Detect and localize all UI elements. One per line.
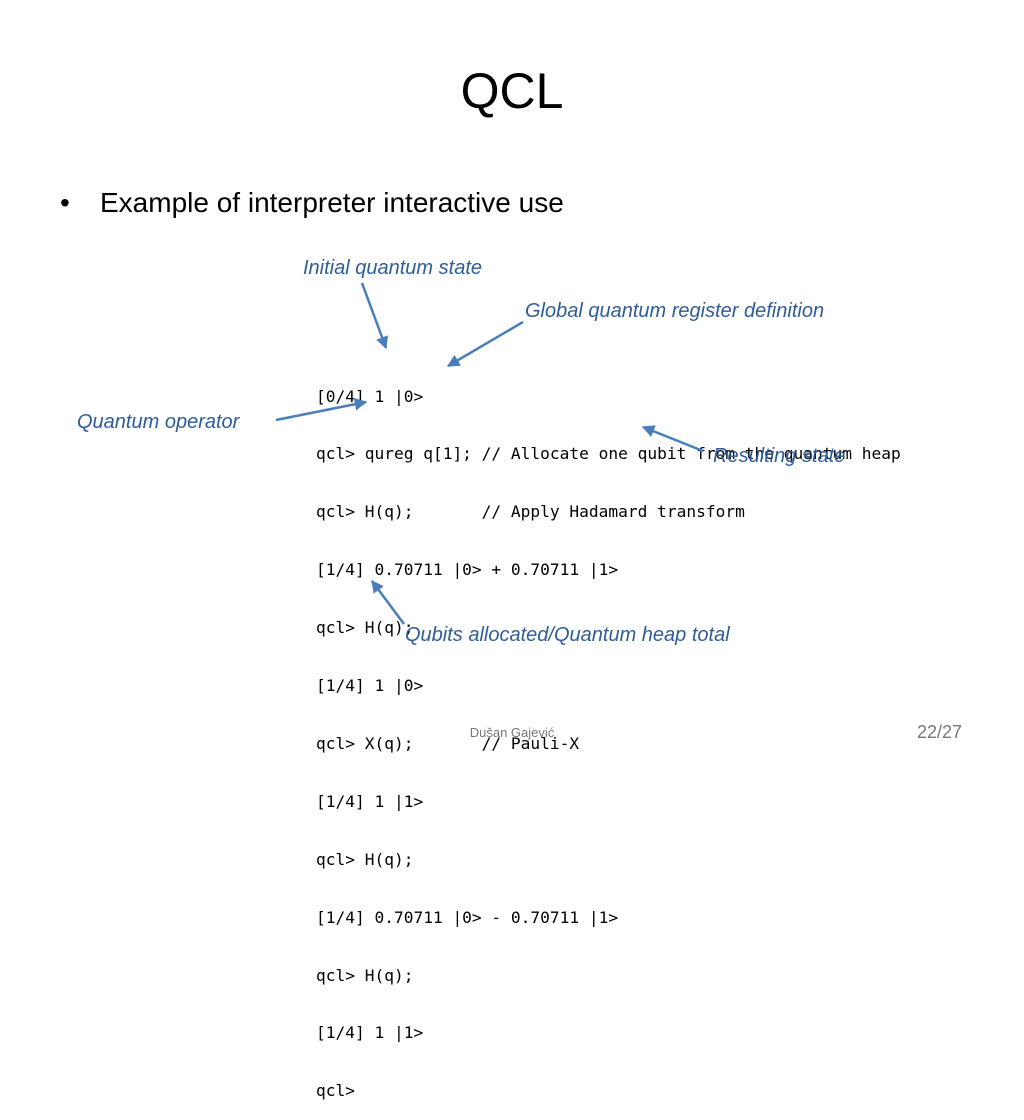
- callout-resulting-state: Resulting state: [713, 445, 846, 467]
- arrow-quantum-operator: [275, 398, 368, 422]
- terminal-line: qcl>: [316, 1081, 355, 1101]
- arrow-global-register: [446, 320, 524, 368]
- callout-heap: Qubits allocated/Quantum heap total: [405, 624, 730, 646]
- terminal-line: qcl> H(q);: [316, 849, 414, 869]
- terminal-line: qcl> X(q); // Pauli-X: [316, 733, 580, 753]
- bullet-item: • Example of interpreter interactive use: [60, 187, 564, 219]
- callout-arrows: [275, 282, 704, 625]
- terminal-line: qcl> H(q);: [316, 618, 414, 638]
- page-number: 22/27: [916, 722, 962, 742]
- terminal-line: [1/4] 0.70711 |0> - 0.70711 |1>: [316, 907, 619, 927]
- terminal-line: [1/4] 0.70711 |0> + 0.70711 |1>: [316, 560, 619, 580]
- terminal-line: [0/4] 1 |0>: [316, 386, 424, 406]
- terminal-line: qcl> qureg q[1]; // Allocate one qubit f…: [316, 444, 901, 464]
- callout-global-register: Global quantum register definition: [525, 300, 825, 322]
- arrow-resulting-state: [641, 425, 704, 453]
- terminal-line: [1/4] 1 |0>: [316, 676, 424, 696]
- bullet-dot: •: [60, 187, 70, 218]
- arrow-heap: [370, 579, 406, 625]
- footer-author: Dušan Gajević: [469, 725, 555, 740]
- callout-initial-state: Initial quantum state: [303, 257, 482, 279]
- terminal-line: qcl> H(q); // Apply Hadamard transform: [316, 502, 745, 522]
- terminal-line: [1/4] 1 |1>: [316, 791, 424, 811]
- terminal-line: [1/4] 1 |1>: [316, 1023, 424, 1043]
- callout-quantum-operator: Quantum operator: [77, 411, 240, 433]
- bullet-text: Example of interpreter interactive use: [100, 187, 564, 218]
- arrow-initial-state: [360, 282, 388, 350]
- slide-title: QCL: [460, 63, 564, 119]
- terminal-line: qcl> H(q);: [316, 965, 414, 985]
